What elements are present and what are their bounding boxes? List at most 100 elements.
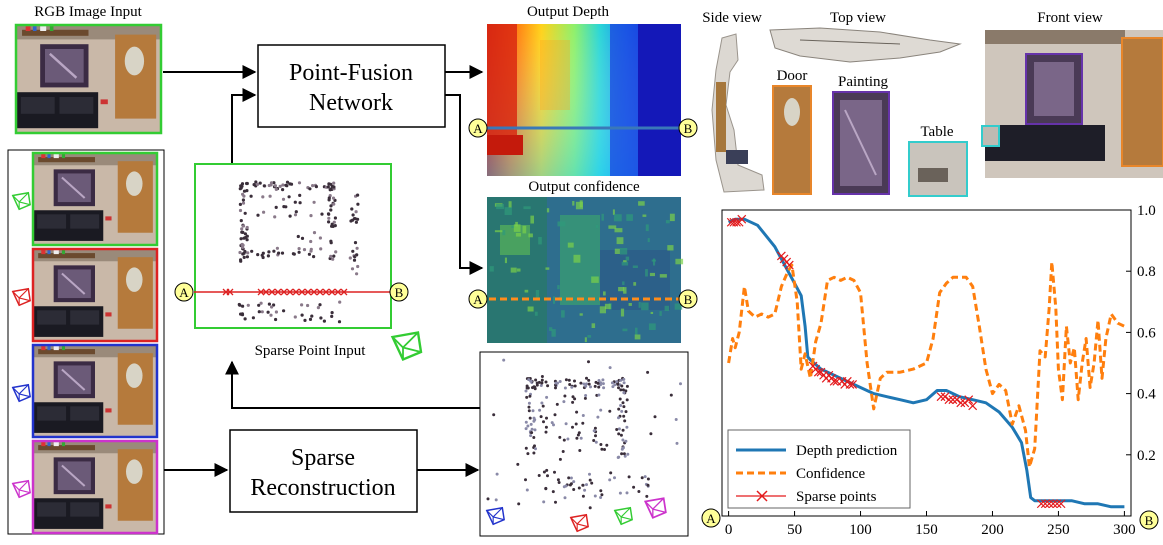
recon-point bbox=[527, 401, 531, 405]
sparse-point-marker bbox=[960, 398, 970, 408]
x-tick-label: 200 bbox=[981, 522, 1004, 538]
sparse-point bbox=[273, 184, 277, 188]
sparse-point bbox=[274, 187, 278, 191]
sparse-point bbox=[297, 250, 301, 254]
sparse-point bbox=[277, 251, 281, 255]
recon-point bbox=[539, 415, 543, 419]
depth-marker-a: A bbox=[468, 118, 488, 138]
pointfusion-label-line2: Network bbox=[309, 90, 393, 116]
sparse-point bbox=[242, 255, 246, 259]
sparse-point bbox=[338, 300, 342, 304]
recon-point bbox=[592, 439, 596, 442]
recon-point bbox=[541, 404, 545, 408]
sparse-scanline-cross bbox=[226, 288, 234, 296]
recon-point bbox=[596, 415, 600, 419]
recon-point bbox=[601, 378, 605, 382]
sparse-point bbox=[293, 200, 297, 204]
sparse-point bbox=[297, 181, 302, 185]
sparse-point bbox=[318, 236, 322, 240]
sparse-point bbox=[245, 189, 249, 193]
sparse-point bbox=[329, 208, 333, 212]
sparse-point bbox=[281, 188, 285, 192]
sparse-scanline-cross bbox=[262, 288, 270, 296]
sparse-point bbox=[355, 246, 359, 250]
recon-point bbox=[587, 360, 590, 364]
recon-point bbox=[622, 405, 626, 409]
recon-point bbox=[619, 388, 623, 392]
sparse-point bbox=[333, 216, 337, 220]
recon-point bbox=[608, 409, 612, 413]
sparse-scanline-cross bbox=[322, 288, 330, 296]
recon-point bbox=[552, 423, 555, 427]
x-tick-label: 100 bbox=[849, 522, 872, 538]
recon-point bbox=[583, 488, 587, 492]
recon-point bbox=[551, 490, 555, 494]
recon-point bbox=[494, 498, 498, 502]
sparse-point-marker bbox=[784, 260, 794, 270]
sparse-point bbox=[259, 301, 263, 305]
recon-point bbox=[605, 443, 609, 447]
sparse-point-marker bbox=[968, 401, 978, 411]
recon-point bbox=[524, 427, 528, 431]
top-view-render bbox=[769, 27, 962, 63]
sparse-point bbox=[310, 314, 314, 318]
sparse-point bbox=[308, 187, 312, 191]
recon-point bbox=[617, 427, 621, 431]
recon-point bbox=[577, 431, 581, 435]
sparse-point bbox=[337, 320, 342, 324]
recon-point bbox=[621, 401, 625, 405]
table-crop: Table bbox=[908, 124, 968, 197]
recon-point bbox=[526, 424, 530, 428]
recon-point bbox=[550, 421, 554, 425]
sparse-point bbox=[356, 202, 360, 206]
sparse-point bbox=[309, 214, 313, 218]
sparse-point bbox=[241, 198, 245, 202]
sparse-point bbox=[332, 181, 336, 185]
recon-point bbox=[502, 358, 506, 362]
painting-crop: Painting bbox=[832, 74, 890, 195]
sparse-point bbox=[241, 201, 246, 205]
recon-point bbox=[599, 443, 603, 446]
recon-point bbox=[625, 384, 629, 388]
sparse-point-input-panel bbox=[194, 163, 392, 329]
flow-arrows bbox=[163, 65, 484, 477]
sparse-point bbox=[333, 198, 337, 202]
sparse-point bbox=[246, 303, 250, 307]
recon-point bbox=[562, 400, 566, 404]
recon-point bbox=[622, 414, 626, 418]
sparse-point bbox=[254, 180, 258, 184]
camera-icon-magenta bbox=[12, 480, 31, 498]
recon-point bbox=[619, 378, 623, 382]
rgb-input-label: RGB Image Input bbox=[34, 4, 142, 20]
sparse-point bbox=[255, 182, 260, 186]
recon-point bbox=[542, 470, 546, 474]
recon-point bbox=[525, 386, 529, 390]
sparse-scanline-cross bbox=[274, 288, 282, 296]
pointfusion-network-box bbox=[257, 44, 446, 128]
recon-point bbox=[567, 378, 571, 382]
sparse-point bbox=[250, 249, 254, 253]
recon-point bbox=[571, 400, 575, 404]
sparse-point bbox=[331, 257, 335, 261]
recon-point bbox=[555, 402, 559, 406]
sparse-point-marker bbox=[813, 367, 823, 377]
sparse-point bbox=[285, 184, 289, 188]
recon-point bbox=[542, 500, 546, 504]
sparse-point bbox=[261, 195, 265, 199]
recon-point bbox=[587, 378, 591, 382]
recon-point bbox=[529, 379, 533, 383]
sparse-point bbox=[239, 219, 243, 223]
sparse-point bbox=[273, 215, 277, 219]
sparse-point bbox=[237, 302, 241, 307]
sparse-point bbox=[300, 303, 304, 307]
multiview-image-magenta bbox=[31, 439, 159, 535]
y-tick-label: 1.0 bbox=[1137, 203, 1156, 219]
recon-point bbox=[621, 428, 625, 432]
pointfusion-label-line1: Point-Fusion bbox=[289, 60, 413, 86]
output-depth-label: Output Depth bbox=[527, 4, 610, 20]
sparse-point bbox=[240, 313, 245, 317]
recon-point bbox=[597, 393, 601, 397]
recon-point bbox=[620, 452, 624, 456]
sparse-scanline-cross bbox=[298, 288, 306, 296]
sparse-point bbox=[269, 181, 274, 185]
